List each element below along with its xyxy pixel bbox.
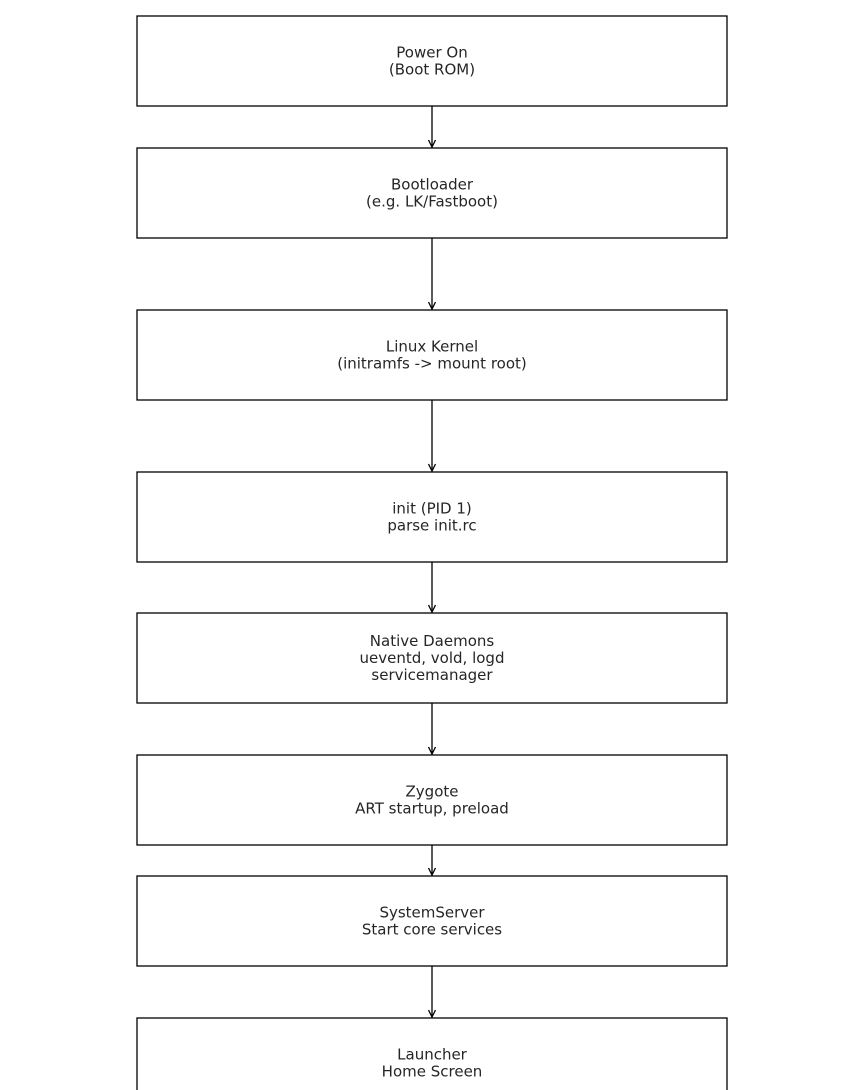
flow-node-bootloader: Bootloader(e.g. LK/Fastboot) (136, 147, 728, 239)
flow-arrow-native-daemons-to-zygote (427, 701, 437, 756)
flow-arrow-zygote-to-system-server (427, 843, 437, 877)
flow-node-label: (e.g. LK/Fastboot) (366, 193, 498, 211)
flow-node-box (136, 1017, 728, 1090)
arrow-head-icon (427, 867, 437, 877)
flow-node-label: parse init.rc (387, 517, 476, 535)
flow-node-box (136, 309, 728, 401)
flow-node-label: Linux Kernel (386, 338, 478, 356)
flow-node-label: Start core services (362, 921, 502, 939)
flow-node-label: Zygote (406, 783, 459, 801)
flow-node-box (136, 147, 728, 239)
flow-arrow-init-to-native-daemons (427, 560, 437, 614)
arrow-head-icon (427, 604, 437, 614)
flow-arrow-system-server-to-launcher (427, 964, 437, 1019)
flow-node-label: Power On (396, 44, 467, 62)
flow-node-label: Bootloader (391, 176, 474, 194)
flow-node-init: init (PID 1)parse init.rc (136, 471, 728, 563)
flow-arrow-bootloader-to-linux-kernel (427, 236, 437, 311)
flow-node-label: Launcher (397, 1046, 468, 1064)
flowchart-nodes: Power On(Boot ROM) Bootloader(e.g. LK/Fas… (136, 15, 728, 1090)
flow-node-label: (initramfs -> mount root) (337, 355, 527, 373)
flow-node-box (136, 754, 728, 846)
arrow-head-icon (427, 301, 437, 311)
flow-node-label: init (PID 1) (392, 500, 472, 518)
flow-node-linux-kernel: Linux Kernel(initramfs -> mount root) (136, 309, 728, 401)
arrow-head-icon (427, 463, 437, 473)
flow-node-label: ueventd, vold, logd (360, 649, 505, 667)
flow-node-label: servicemanager (371, 666, 493, 684)
flow-arrow-linux-kernel-to-init (427, 398, 437, 473)
flow-node-box (136, 875, 728, 967)
flow-arrow-power-on-to-bootloader (427, 104, 437, 149)
flow-node-box (136, 612, 728, 704)
flow-node-power-on: Power On(Boot ROM) (136, 15, 728, 107)
flow-node-label: SystemServer (379, 904, 485, 922)
flow-node-label: (Boot ROM) (389, 61, 475, 79)
flow-node-label: ART startup, preload (355, 800, 509, 818)
flow-node-label: Native Daemons (370, 632, 495, 650)
arrow-head-icon (427, 1009, 437, 1019)
flow-node-box (136, 471, 728, 563)
flowchart-edges (427, 104, 437, 1019)
arrow-head-icon (427, 746, 437, 756)
arrow-head-icon (427, 139, 437, 149)
flow-node-label: Home Screen (382, 1063, 483, 1081)
flow-node-box (136, 15, 728, 107)
